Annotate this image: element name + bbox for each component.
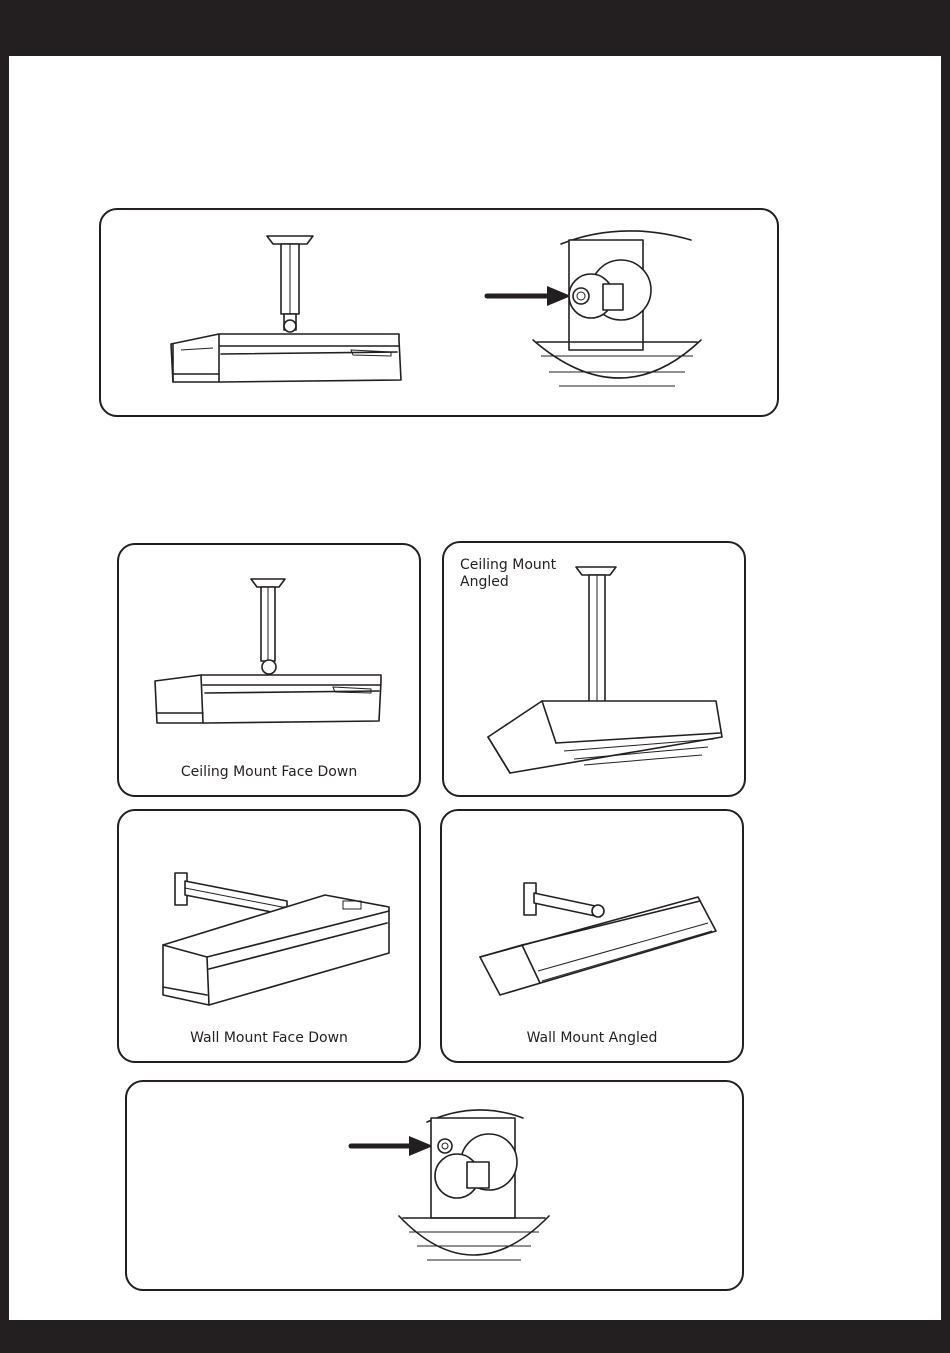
panel-bracket-detail [125, 1080, 744, 1291]
caption-ceiling-face-down: Ceiling Mount Face Down [119, 764, 419, 780]
panel-ceiling-face-down: Ceiling Mount Face Down [117, 543, 421, 797]
heater-illustration [119, 545, 421, 797]
panel-wall-face-down: Wall Mount Face Down [117, 809, 421, 1063]
heater-illustration [101, 210, 779, 417]
heater-illustration [444, 543, 746, 797]
panel-wall-angled: Wall Mount Angled [440, 809, 744, 1063]
header-bar [0, 0, 950, 56]
footer-bar [0, 1320, 950, 1353]
panel-ceiling-angled: Ceiling Mount Angled [442, 541, 746, 797]
heater-illustration [442, 811, 744, 1063]
mount-bracket-detail [127, 1082, 744, 1291]
caption-wall-angled: Wall Mount Angled [442, 1030, 742, 1046]
heater-illustration [119, 811, 421, 1063]
caption-wall-face-down: Wall Mount Face Down [119, 1030, 419, 1046]
arrow-icon [409, 1136, 433, 1156]
panel-bracket-adjust [99, 208, 779, 417]
